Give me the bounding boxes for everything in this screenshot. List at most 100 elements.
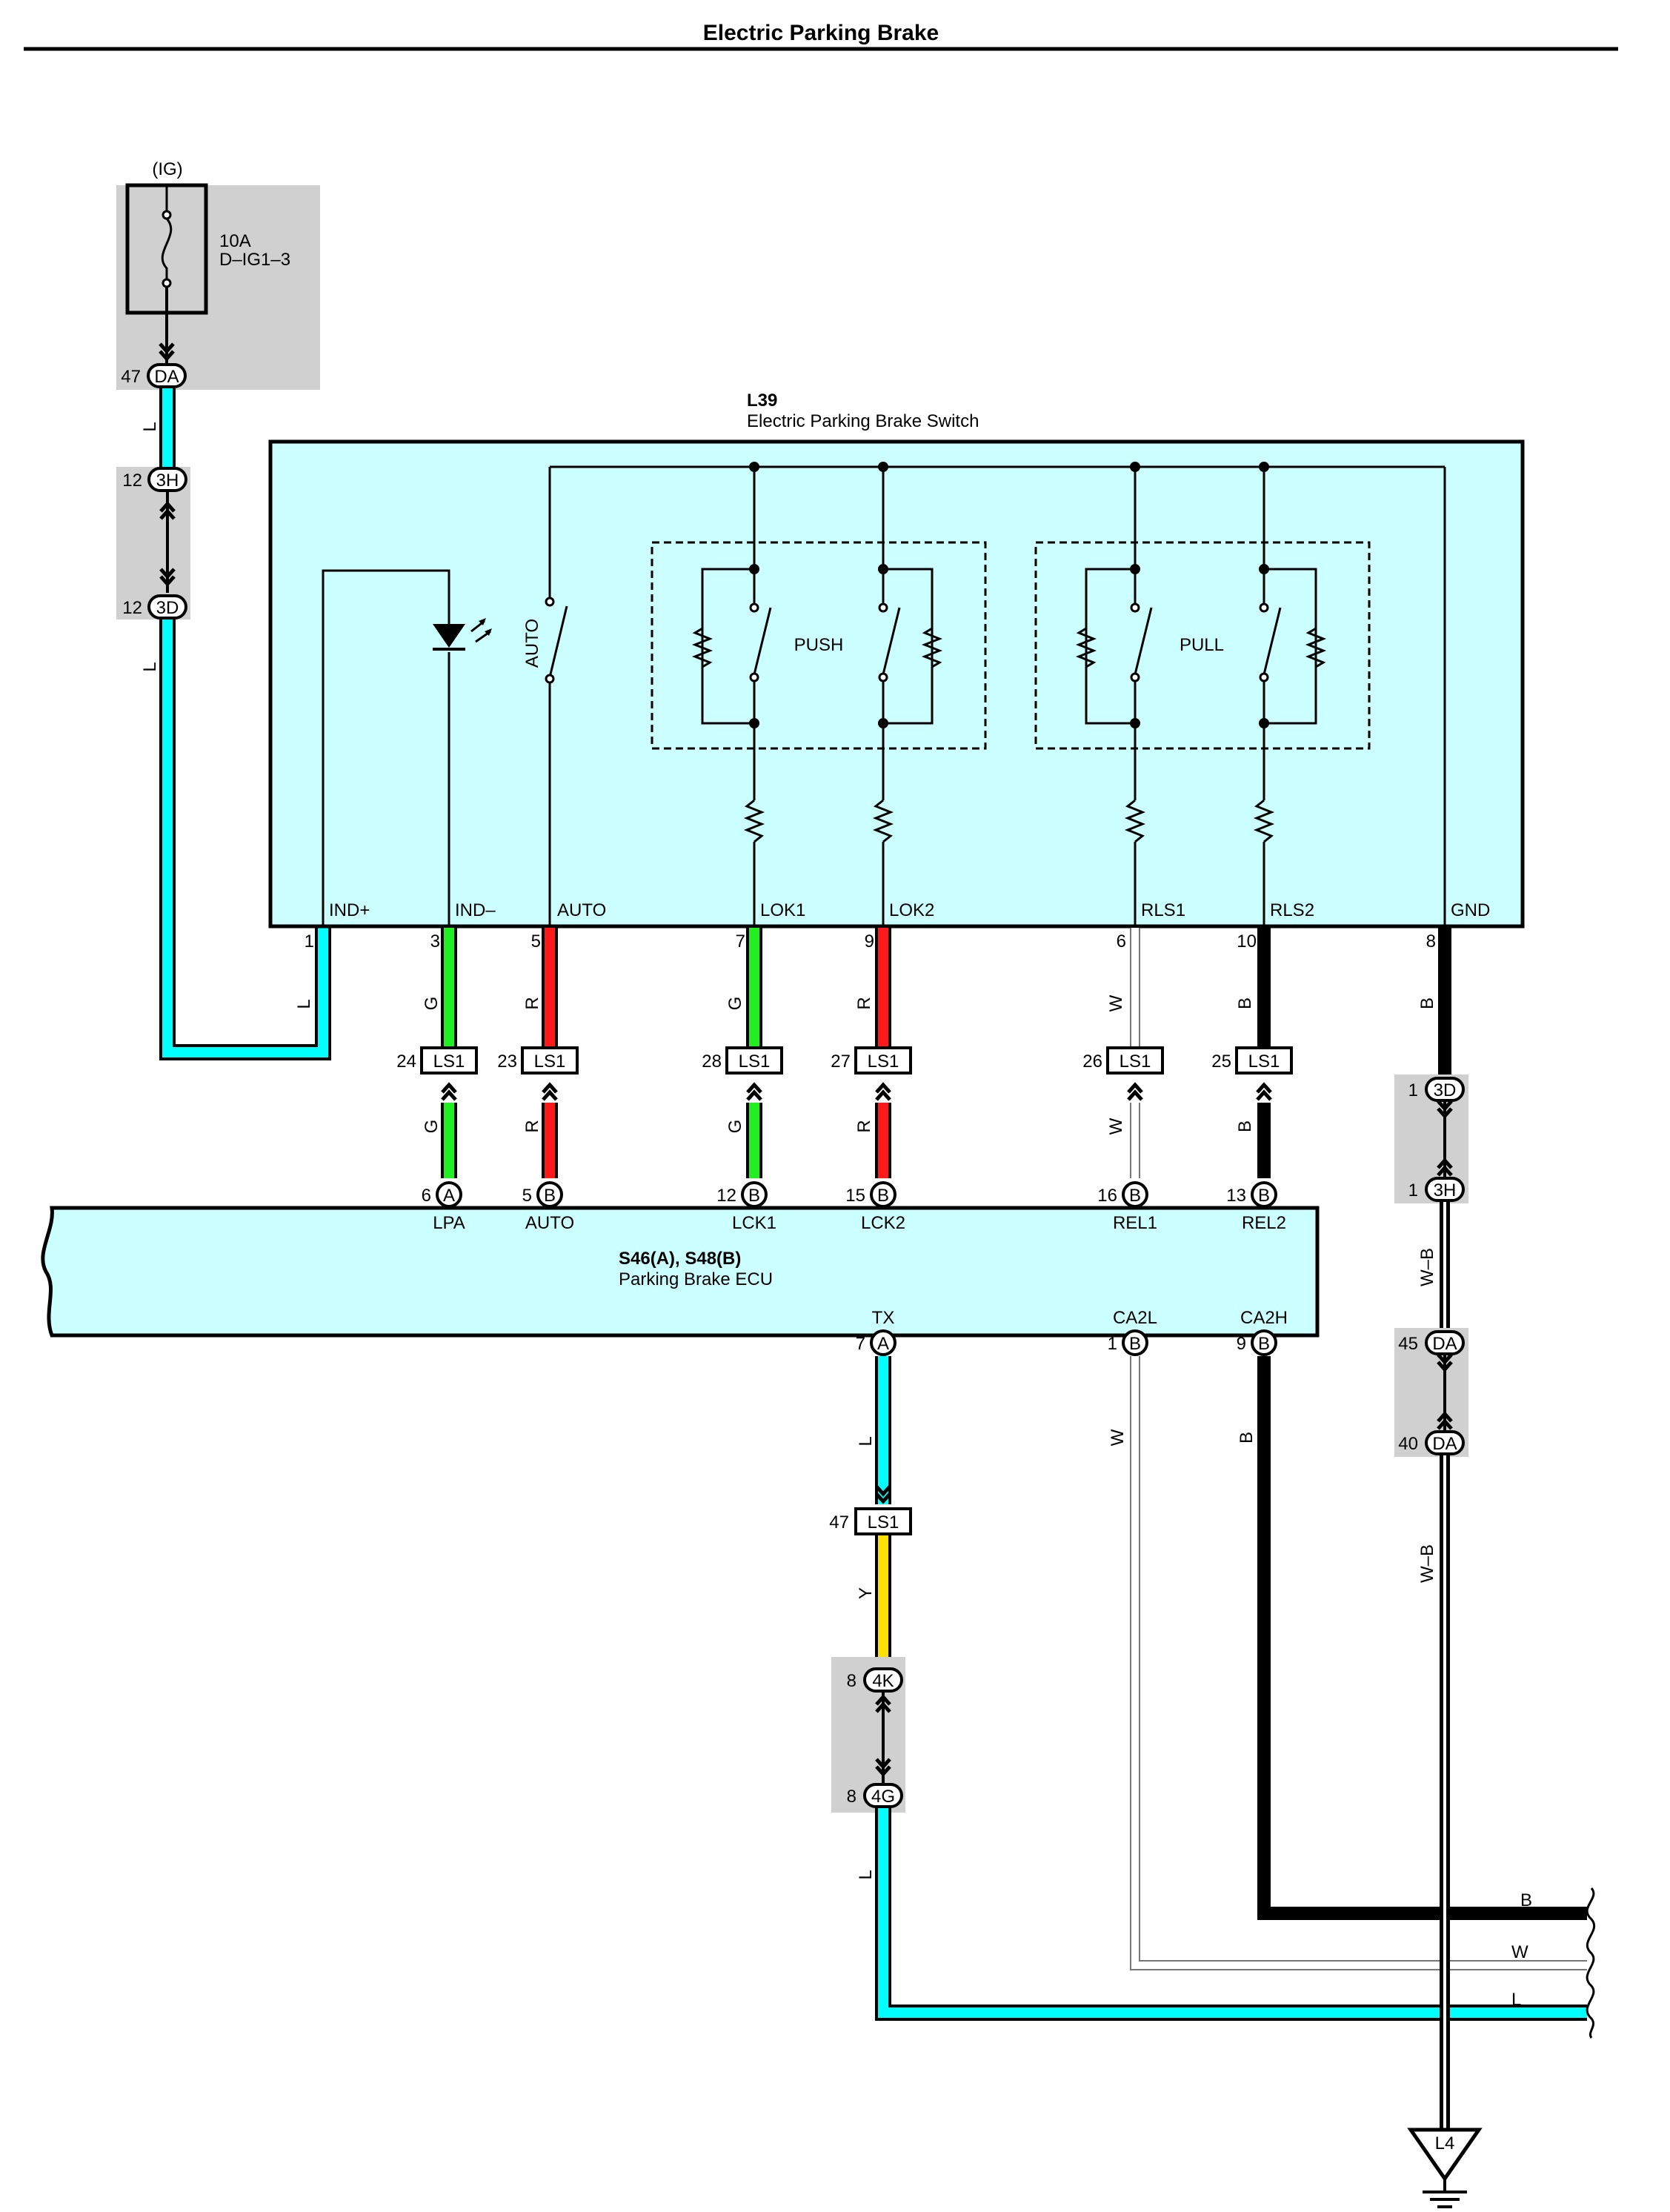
fuse-rating: 10A — [219, 231, 251, 251]
ecu-lpa-pin: 6 — [422, 1186, 431, 1206]
wire-label-WB-2: W–B — [1417, 1544, 1437, 1583]
output-label-W: W — [1511, 1942, 1528, 1962]
ground-label: L4 — [1435, 2133, 1455, 2153]
ecu-top-terminals — [436, 1181, 1277, 1208]
ls1-27-pin: 27 — [831, 1052, 851, 1072]
ecu-rel1-pin: 16 — [1097, 1186, 1117, 1206]
ls1-24-label: LS1 — [433, 1052, 465, 1072]
ecu-tx-name: TX — [872, 1308, 895, 1328]
ecu-auto-pin: 5 — [522, 1186, 532, 1206]
ecu-rel2-conn: B — [1258, 1186, 1270, 1206]
diagram-title: Electric Parking Brake — [703, 21, 939, 45]
ls1-26-pin: 26 — [1082, 1052, 1102, 1072]
wire-label-G-2: G — [725, 997, 745, 1011]
wire-label-B-gnd: B — [1417, 997, 1437, 1009]
switch-body — [268, 439, 1525, 929]
ecu-ca2l-pin: 1 — [1108, 1334, 1117, 1354]
junction-4K-8-label: 4K — [872, 1671, 894, 1691]
ecu-rel2-name: REL2 — [1242, 1213, 1286, 1233]
wire-label-W-ca2l: W — [1108, 1429, 1128, 1446]
wire-label-G-3: G — [422, 1120, 442, 1134]
junction-DA-40-pin: 40 — [1398, 1434, 1418, 1454]
terminal-ind-minus: IND– — [455, 900, 496, 920]
wire-l-fuse-to-switch — [159, 388, 331, 1060]
connector-DA-47-label: DA — [154, 367, 179, 387]
junction-3H-12 — [147, 467, 187, 492]
junction-DA-45-pin: 45 — [1398, 1334, 1418, 1354]
ls1-28-label: LS1 — [739, 1052, 771, 1072]
pin-lok1: 7 — [736, 931, 745, 951]
junction-4K-8-pin: 8 — [847, 1671, 856, 1691]
junction-DA-40-label: DA — [1432, 1434, 1457, 1454]
wire-label-L-1: L — [140, 422, 160, 431]
junction-4G-8-pin: 8 — [847, 1787, 856, 1807]
wire-label-G-4: G — [725, 1120, 745, 1134]
ls1-47-pin: 47 — [829, 1512, 849, 1532]
ecu-name: Parking Brake ECU — [619, 1269, 773, 1289]
ecu-body — [41, 1206, 1320, 1338]
junction-DA-45-label: DA — [1432, 1334, 1457, 1354]
ls1-25-label: LS1 — [1248, 1052, 1280, 1072]
wire-label-B-2: B — [1235, 1120, 1255, 1132]
wire-label-R-2: R — [854, 997, 874, 1009]
pin-auto: 5 — [531, 931, 541, 951]
wire-label-W-1: W — [1106, 994, 1126, 1012]
ecu-lck2-pin: 15 — [845, 1186, 865, 1206]
ecu-ca2l-name: CA2L — [1113, 1308, 1157, 1328]
junction-DA-45 — [1425, 1330, 1465, 1355]
wire-label-R-3: R — [522, 1120, 542, 1132]
ecu-auto-conn: B — [544, 1186, 556, 1206]
junction-3H-1-label: 3H — [1434, 1180, 1457, 1200]
pin-gnd: 8 — [1426, 931, 1436, 951]
ls1-connector-row — [420, 1046, 1293, 1100]
wire-label-B-ca2h: B — [1237, 1432, 1257, 1444]
signal-wires — [441, 928, 1271, 1178]
ecu-rel1-conn: B — [1129, 1186, 1141, 1206]
ls1-23-pin: 23 — [497, 1052, 517, 1072]
junction-3D-12-label: 3D — [156, 598, 179, 618]
wire-label-L-3: L — [294, 999, 314, 1009]
push-label: PUSH — [794, 635, 844, 655]
junction-3H-12-label: 3H — [156, 471, 179, 491]
junction-3D-1-pin: 1 — [1408, 1080, 1418, 1100]
ecu-rel1-name: REL1 — [1113, 1213, 1157, 1233]
junction-3H-12-pin: 12 — [122, 471, 142, 491]
junction-4G-8 — [863, 1783, 903, 1808]
fuse-box-shade — [116, 185, 320, 390]
junction-3D-1-label: 3D — [1434, 1080, 1457, 1100]
pull-label: PULL — [1180, 635, 1224, 655]
terminal-ind-plus: IND+ — [329, 900, 370, 920]
ecu-rel2-pin: 13 — [1226, 1186, 1246, 1206]
pin-lok2: 9 — [865, 931, 874, 951]
wire-label-L-tx: L — [856, 1436, 876, 1446]
ecu-lpa-conn: A — [443, 1186, 455, 1206]
junction-3h-3d-shade — [116, 467, 190, 620]
pin-ind-plus: 1 — [305, 931, 314, 951]
ecu-bottom-terminals — [870, 1329, 1277, 1356]
junction-4K-8 — [863, 1667, 903, 1693]
ls1-27-label: LS1 — [868, 1052, 899, 1072]
pin-ind-minus: 3 — [430, 931, 440, 951]
ls1-28-pin: 28 — [702, 1052, 722, 1072]
output-label-L: L — [1511, 1990, 1521, 2010]
ecu-lck1-name: LCK1 — [732, 1213, 776, 1233]
ls1-23-label: LS1 — [534, 1052, 566, 1072]
wire-label-L-2: L — [140, 662, 160, 671]
terminal-lok2: LOK2 — [889, 900, 934, 920]
wire-label-B-1: B — [1235, 997, 1255, 1009]
ls1-25-pin: 25 — [1211, 1052, 1231, 1072]
indicator-led-icon — [433, 618, 492, 651]
junction-3H-1-pin: 1 — [1408, 1180, 1418, 1200]
ecu-tx-conn: A — [877, 1334, 889, 1354]
push-switch-group — [651, 541, 987, 750]
junction-3H-1 — [1425, 1177, 1465, 1202]
ecu-auto-name: AUTO — [525, 1213, 574, 1233]
connector-DA-47 — [147, 363, 187, 388]
ecu-lck2-name: LCK2 — [861, 1213, 905, 1233]
ecu-lck1-pin: 12 — [716, 1186, 736, 1206]
switch-code: L39 — [747, 391, 777, 411]
fuse-name: D–IG1–3 — [219, 250, 290, 270]
ground-wire — [1394, 928, 1468, 2130]
ecu-lck2-conn: B — [877, 1186, 889, 1206]
